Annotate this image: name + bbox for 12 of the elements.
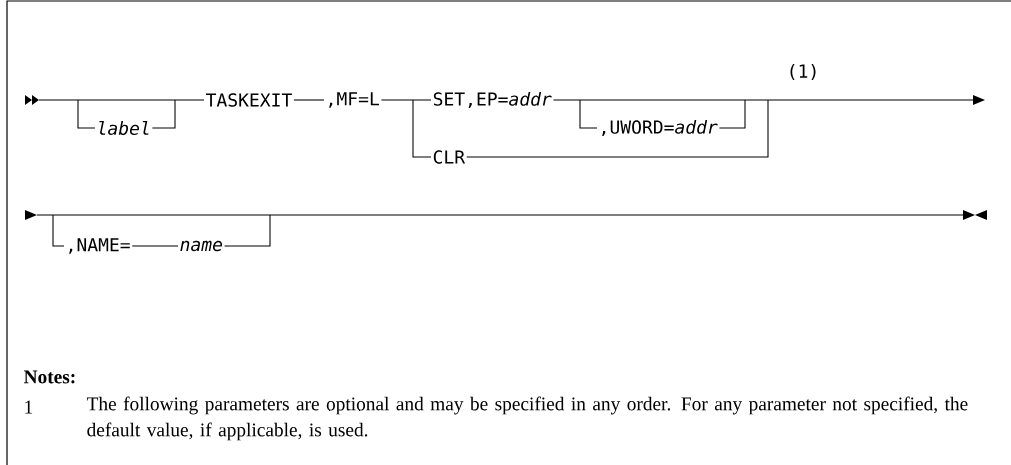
notes-heading: Notes:	[24, 370, 75, 384]
variable-text: name	[180, 240, 222, 252]
keyword-text: TASKEXIT	[206, 93, 292, 107]
note-text: The following parameters are optional and may be specified in any order. For any parameter not specified, the default value, if applicable, is used.	[86, 396, 968, 441]
keyword-text: ,MF=L	[329, 92, 379, 108]
keyword-text: ,UWORD=addr	[602, 119, 718, 137]
variable-text: label	[99, 121, 149, 135]
keyword-text: CLR	[433, 150, 466, 164]
keyword-text: SET,EP=addr	[433, 91, 552, 109]
keyword-text: ,NAME=	[69, 238, 130, 254]
note-number: 1	[25, 400, 33, 414]
note-reference: (1)	[790, 64, 816, 81]
